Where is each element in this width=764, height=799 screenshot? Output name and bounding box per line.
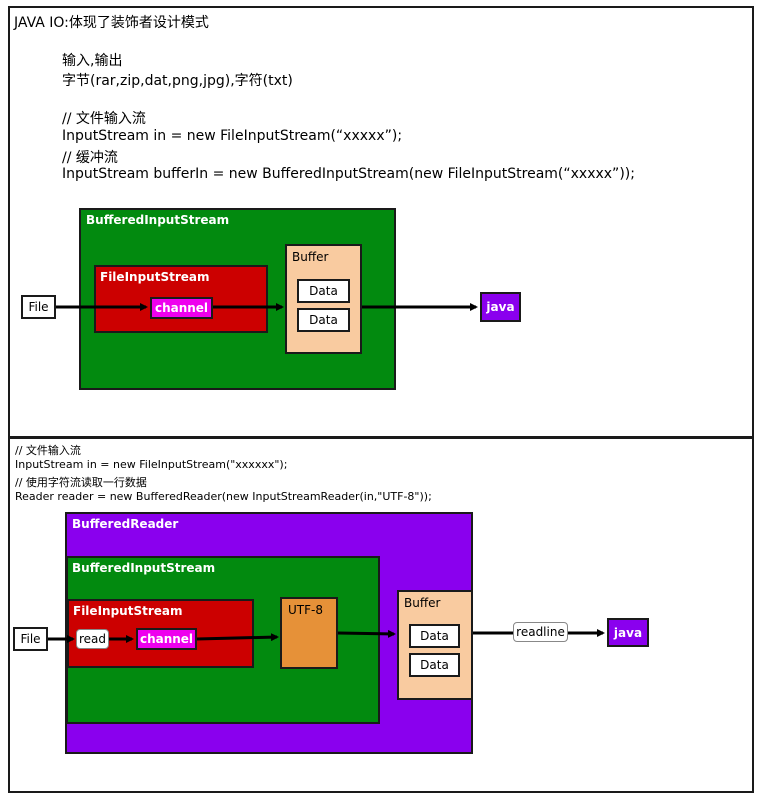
top-code-line: InputStream bufferIn = new BufferedInput… <box>62 166 635 182</box>
top-code-line: 输入,输出 <box>62 53 123 69</box>
buffered-input-stream-label: BufferedInputStream <box>86 213 230 227</box>
file-box: File <box>13 627 48 651</box>
readline-label: readline <box>513 622 568 642</box>
data-box: Data <box>409 624 460 648</box>
data-box: Data <box>297 279 350 303</box>
top-code-line: InputStream in = new FileInputStream(“xx… <box>62 128 403 144</box>
bottom-code-line: Reader reader = new BufferedReader(new I… <box>15 490 432 503</box>
file-box: File <box>21 295 56 319</box>
data-box: Data <box>297 308 350 332</box>
file-input-stream-label: FileInputStream <box>100 270 210 284</box>
java-box: java <box>607 618 649 647</box>
bottom-code-line: // 文件输入流 <box>15 444 81 457</box>
file-input-stream-label: FileInputStream <box>73 604 183 618</box>
channel-box: channel <box>136 628 197 650</box>
bottom-code-line: InputStream in = new FileInputStream("xx… <box>15 458 288 471</box>
buffer-label: Buffer <box>404 596 441 610</box>
read-label: read <box>76 629 109 649</box>
utf8-label: UTF-8 <box>288 603 323 617</box>
top-code-line: // 缓冲流 <box>62 150 118 166</box>
buffer-label: Buffer <box>292 250 329 264</box>
top-code-line: 字节(rar,zip,dat,png,jpg),字符(txt) <box>62 73 293 89</box>
utf8-box <box>280 597 338 669</box>
top-title: JAVA IO:体现了装饰者设计模式 <box>14 15 209 31</box>
top-code-line: // 文件输入流 <box>62 111 146 127</box>
buffered-reader-label: BufferedReader <box>72 517 179 531</box>
bottom-code-line: // 使用字符流读取一行数据 <box>15 476 147 489</box>
data-box: Data <box>409 653 460 677</box>
java-box: java <box>480 292 521 322</box>
buffered-input-stream-label: BufferedInputStream <box>72 561 216 575</box>
channel-box: channel <box>150 297 213 319</box>
